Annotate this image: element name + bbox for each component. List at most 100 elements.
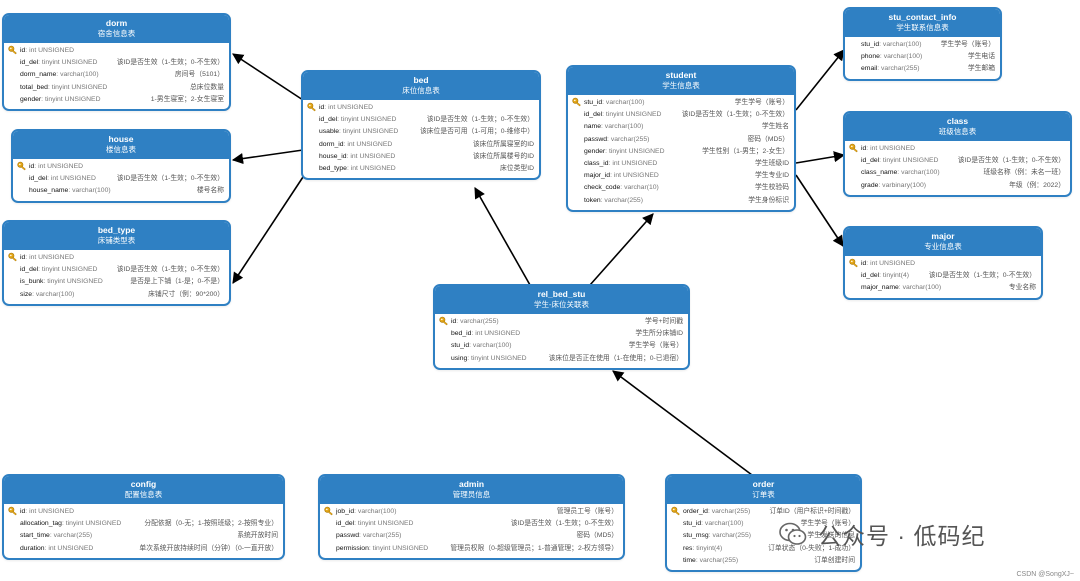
field-row[interactable]: id: int UNSIGNED	[4, 45, 229, 57]
field-comment: 专业名称	[1008, 284, 1036, 292]
field-row[interactable]: order_id: varchar(255)订单ID（用户标识+时间戳）	[667, 506, 860, 518]
field-name: dorm_name	[20, 71, 57, 79]
field-row[interactable]: token: varchar(255)学生身份标识	[568, 195, 794, 207]
field-row[interactable]: passwd: varchar(255)密码（MD5）	[568, 134, 794, 146]
field-definition: size: varchar(100)	[20, 290, 75, 298]
field-row[interactable]: name: varchar(100)学生姓名	[568, 121, 794, 133]
field-name: bed_id	[451, 330, 472, 338]
field-type: int UNSIGNED	[870, 145, 916, 152]
field-row[interactable]: id: int UNSIGNED	[4, 506, 283, 518]
field-type: int UNSIGNED	[475, 330, 521, 338]
field-name: id	[20, 508, 26, 515]
field-row[interactable]: id_del: tinyint(4) 该ID是否生效（1-生效；0-不生效）	[845, 270, 1041, 282]
field-row[interactable]: major_name: varchar(100)专业名称	[845, 282, 1041, 294]
field-definition: major_id: int UNSIGNED	[584, 172, 659, 180]
field-row[interactable]: check_code: varchar(10)学生校验码	[568, 182, 794, 194]
field-row[interactable]: stu_id: varchar(100)学生学号（账号）	[845, 39, 1000, 51]
field-definition: id_del: tinyint(4)	[861, 272, 909, 280]
primary-key-icon	[439, 316, 449, 330]
field-type: varchar(100)	[901, 169, 940, 177]
field-row[interactable]: res: tinyint(4)订单状态（0-失败；1-成功）	[667, 543, 860, 555]
field-definition: start_time: varchar(255)	[20, 532, 93, 540]
field-definition: gender: tinyint UNSIGNED	[20, 95, 101, 103]
field-row[interactable]: house_name: varchar(100)楼号名称	[13, 185, 229, 197]
field-row[interactable]: stu_msg: varchar(255)学生发送的信息	[667, 530, 860, 542]
field-row[interactable]: stu_id: varchar(100)学生学号（账号）	[568, 97, 794, 109]
field-name: id_del	[319, 116, 338, 124]
field-row[interactable]: id: int UNSIGNED	[303, 102, 539, 114]
field-row[interactable]: dorm_name: varchar(100)房间号（5101）	[4, 69, 229, 81]
field-row[interactable]: id: int UNSIGNED	[845, 143, 1070, 155]
table-name: rel_bed_stu	[537, 289, 586, 299]
field-definition: id: int UNSIGNED	[20, 508, 75, 515]
field-type: tinyint UNSIGNED	[41, 266, 98, 274]
field-type: tinyint UNSIGNED	[41, 59, 98, 67]
field-row[interactable]: email: varchar(255)学生邮箱	[845, 63, 1000, 75]
field-type: int UNSIGNED	[48, 544, 94, 552]
field-row[interactable]: job_id: varchar(100)管理员工号（账号）	[320, 506, 623, 518]
field-definition: stu_id: varchar(100)	[683, 520, 744, 528]
field-type: tinyint UNSIGNED	[65, 520, 122, 528]
field-row[interactable]: id: int UNSIGNED	[4, 252, 229, 264]
field-comment: 该ID是否生效（1-生效；0-不生效）	[928, 272, 1036, 280]
field-row[interactable]: stu_id: varchar(100)学生学号（账号）	[667, 518, 860, 530]
field-row[interactable]: id: int UNSIGNED	[845, 258, 1041, 270]
field-row[interactable]: stu_id: varchar(100)学生学号（账号）	[435, 340, 688, 352]
field-row[interactable]: id: int UNSIGNED	[13, 161, 229, 173]
edge-student-contact	[795, 49, 845, 111]
field-definition: passwd: varchar(255)	[584, 135, 650, 143]
field-comment: 该ID是否生效（1-生效；0-不生效）	[510, 520, 618, 528]
field-name: id	[29, 163, 35, 170]
field-definition: stu_msg: varchar(255)	[683, 532, 751, 540]
field-row[interactable]: time: varchar(255)订单创建时间	[667, 555, 860, 567]
field-row[interactable]: grade: varbinary(100)年级（例：2022）	[845, 180, 1070, 192]
watermark-text: 公众号 · 低码纪	[818, 523, 986, 549]
field-name: start_time	[20, 532, 50, 540]
field-row[interactable]: id: varchar(255)学号+时间戳	[435, 316, 688, 328]
field-row[interactable]: class_name: varchar(100)班级名称（例：未名一班）	[845, 167, 1070, 179]
field-row[interactable]: size: varchar(100)床铺尺寸（例：90*200）	[4, 289, 229, 301]
edge-bed-house	[231, 149, 304, 165]
field-comment: 学生姓名	[761, 123, 789, 131]
field-row[interactable]: passwd: varchar(255)密码（MD5）	[320, 530, 623, 542]
field-row[interactable]: start_time: varchar(255)系统开放时间	[4, 530, 283, 542]
field-row[interactable]: phone: varchar(100)学生电话	[845, 51, 1000, 63]
field-name: id	[319, 104, 325, 111]
field-comment: 订单状态（0-失败；1-成功）	[768, 544, 855, 552]
